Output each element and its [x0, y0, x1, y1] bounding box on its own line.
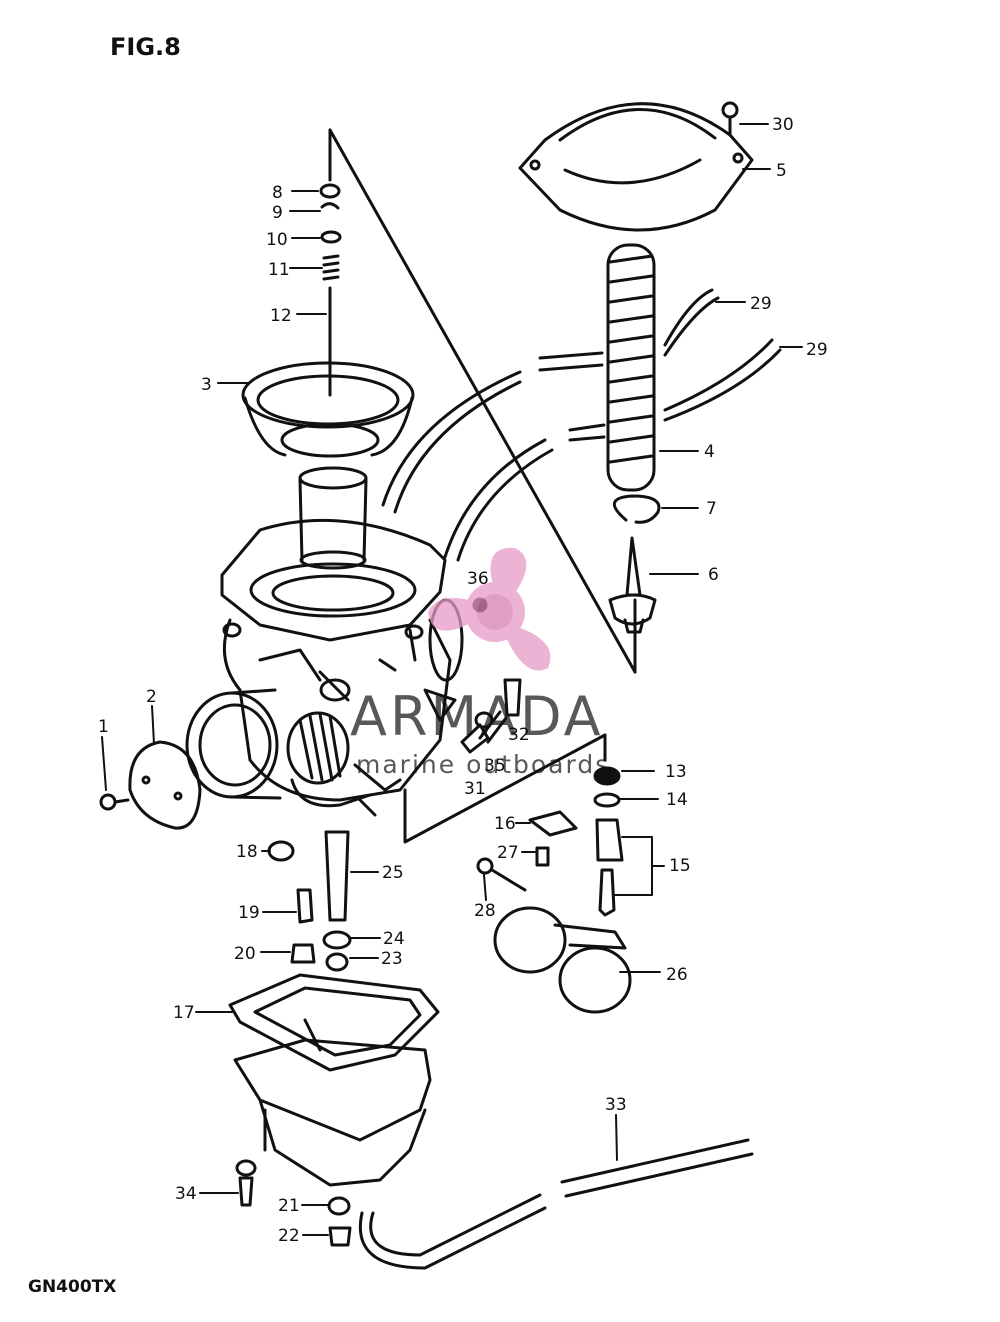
callout-label: 13	[665, 762, 687, 782]
callout-label: 14	[666, 790, 688, 810]
callout-label: 12	[270, 306, 292, 326]
model-code: GN400TX	[28, 1277, 116, 1297]
float-needle-parts	[476, 766, 624, 917]
callout-label: 22	[278, 1226, 300, 1246]
callout-label: 21	[278, 1196, 300, 1216]
callout-label: 19	[238, 903, 260, 923]
callout-label: 25	[382, 863, 404, 883]
callout-label: 4	[704, 442, 715, 462]
piston-diaphragm	[241, 361, 415, 570]
callout-label: 6	[708, 565, 719, 585]
carburetor-bore	[185, 688, 282, 800]
needle-stack	[319, 183, 342, 397]
drain-plug-washer	[327, 1196, 351, 1216]
piston-spring	[606, 243, 656, 492]
drain-plug	[328, 1226, 352, 1247]
callout-label: 10	[266, 230, 288, 250]
callout-label: 9	[272, 203, 283, 223]
float-assembly	[493, 906, 632, 1014]
guide-line	[328, 128, 637, 674]
drain-hose	[359, 1138, 754, 1270]
callout-label: 31	[464, 779, 486, 799]
callout-label: 27	[497, 843, 519, 863]
callout-label: 3	[201, 375, 212, 395]
top-cap	[128, 740, 202, 830]
callout-label: 26	[666, 965, 688, 985]
armada-watermark: ARMADA marine outboards	[350, 547, 610, 779]
watermark-brand: ARMADA	[350, 685, 604, 748]
callout-label: 5	[776, 161, 787, 181]
callout-labels: 1 2 3 4 5 6 7 8 9 10 11 12 13 14 15 16 1…	[98, 115, 828, 1246]
callout-label: 7	[706, 499, 717, 519]
callout-label: 18	[236, 842, 258, 862]
callout-label: 11	[268, 260, 290, 280]
cap-screw	[99, 793, 130, 811]
callout-label: 32	[508, 725, 530, 745]
callout-label: 35	[484, 756, 506, 776]
cover-screw	[721, 101, 739, 137]
guide-line	[403, 733, 607, 844]
callout-label: 15	[669, 856, 691, 876]
callout-label: 33	[605, 1095, 627, 1115]
callout-label: 29	[806, 340, 828, 360]
callout-label: 17	[173, 1003, 195, 1023]
needle-holder	[608, 536, 657, 634]
callout-label: 20	[234, 944, 256, 964]
drain-screw	[235, 1159, 257, 1207]
callout-label: 30	[772, 115, 794, 135]
float-bowl	[228, 973, 440, 1187]
vent-hoses	[381, 288, 782, 562]
callout-label: 29	[750, 294, 772, 314]
callout-label: 24	[383, 929, 405, 949]
figure-title: FIG.8	[110, 33, 181, 61]
jet-parts	[267, 830, 352, 972]
ring-clip	[613, 494, 661, 524]
propeller-logo-icon	[428, 547, 551, 671]
callout-label: 8	[272, 183, 283, 203]
callout-label: 1	[98, 717, 109, 737]
callout-label: 16	[494, 814, 516, 834]
callout-label: 28	[474, 901, 496, 921]
throttle-stop-screw	[423, 678, 522, 754]
callout-label: 2	[146, 687, 157, 707]
leader-lines	[101, 123, 803, 1236]
callout-label: 36	[467, 569, 489, 589]
callout-label: 23	[381, 949, 403, 969]
diaphragm-cover	[518, 102, 754, 232]
intake-boot	[286, 711, 402, 817]
callout-label: 34	[175, 1184, 197, 1204]
carburetor-body	[220, 518, 464, 802]
watermark-tagline: marine outboards	[356, 750, 610, 779]
